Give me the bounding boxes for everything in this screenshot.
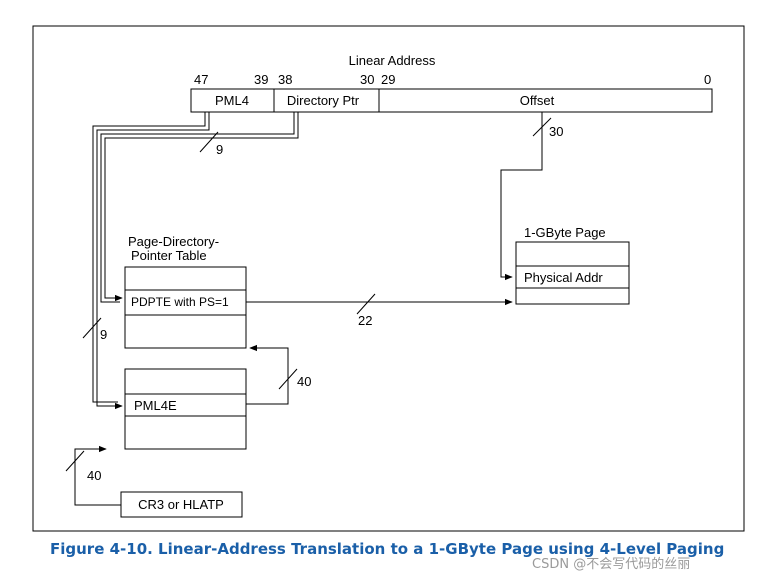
pdpt-title-line1: Page-Directory- — [128, 234, 219, 249]
pml4-to-pml4e-line — [96, 112, 210, 410]
width-9-left: 9 — [100, 327, 107, 342]
figure-caption: Figure 4-10. Linear-Address Translation … — [50, 540, 724, 558]
field-pml4: PML4 — [215, 93, 249, 108]
gbyte-page-title: 1-GByte Page — [524, 225, 606, 240]
gbyte-page-box — [515, 241, 630, 305]
bit-29: 29 — [381, 72, 395, 87]
offset-to-physaddr-line — [500, 112, 543, 281]
width-30: 30 — [549, 124, 563, 139]
width-40-left: 40 — [87, 468, 101, 483]
pdpte-entry: PDPTE with PS=1 — [131, 295, 229, 309]
width-22: 22 — [358, 313, 372, 328]
width-40-right: 40 — [297, 374, 311, 389]
bit-30: 30 — [360, 72, 374, 87]
linear-address-box — [190, 88, 713, 113]
linear-address-title: Linear Address — [349, 53, 436, 68]
pml4e-to-pdpt-line — [246, 344, 289, 405]
dirptr-to-pdpte-line — [104, 112, 299, 302]
field-offset: Offset — [520, 93, 555, 108]
pml4-table-box — [124, 368, 247, 450]
pdpt-box — [124, 266, 247, 349]
width-9-top: 9 — [216, 142, 223, 157]
bit-0: 0 — [704, 72, 711, 87]
pdpt-title-line2: Pointer Table — [131, 248, 207, 263]
watermark: CSDN @不会写代码的丝丽 — [532, 556, 690, 572]
bit-47: 47 — [194, 72, 208, 87]
physical-addr: Physical Addr — [524, 270, 603, 285]
field-directory-ptr: Directory Ptr — [287, 93, 360, 108]
cr3-box — [120, 491, 243, 518]
figure-frame — [32, 25, 745, 532]
bit-39: 39 — [254, 72, 268, 87]
cr3-to-pml4-line — [74, 445, 121, 506]
cr3-label: CR3 or HLATP — [138, 497, 224, 512]
bit-38: 38 — [278, 72, 292, 87]
pml4e-entry: PML4E — [134, 398, 177, 413]
